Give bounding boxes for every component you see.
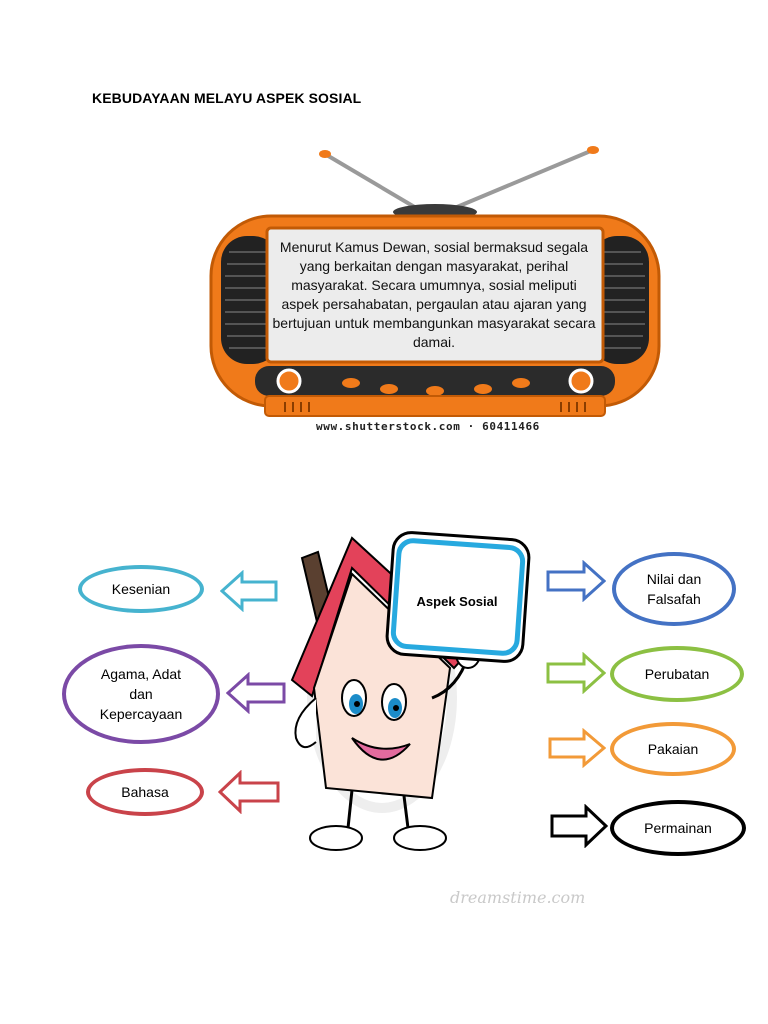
- node-permainan-label: Permainan: [644, 820, 712, 836]
- node-kesenian: Kesenian: [78, 565, 204, 613]
- node-kesenian-label: Kesenian: [111, 581, 171, 597]
- tv-screen-text: Menurut Kamus Dewan, sosial bermaksud se…: [272, 239, 596, 350]
- node-nilai-falsafah: Nilai dan Falsafah: [612, 552, 736, 626]
- node-pakaian-label: Pakaian: [647, 741, 699, 757]
- arrow-left-agama: [226, 672, 286, 714]
- arrow-left-kesenian: [220, 570, 278, 612]
- page-title: KEBUDAYAAN MELAYU ASPEK SOSIAL: [92, 90, 362, 106]
- arrow-right-permainan: [550, 804, 608, 848]
- node-perubatan: Perubatan: [610, 646, 744, 702]
- house-character: [290, 531, 531, 851]
- node-bahasa: Bahasa: [86, 768, 204, 816]
- node-permainan: Permainan: [610, 800, 746, 856]
- node-bahasa-label: Bahasa: [121, 784, 169, 800]
- arrow-right-pakaian: [548, 728, 606, 768]
- node-pakaian: Pakaian: [610, 722, 736, 776]
- center-label: Aspek Sosial: [416, 594, 498, 609]
- shutterstock-watermark: www.shutterstock.com · 60411466: [316, 420, 540, 433]
- arrow-left-bahasa: [218, 770, 280, 814]
- arrow-right-perubatan: [546, 652, 606, 694]
- node-nilai-label: Nilai dan Falsafah: [646, 571, 702, 607]
- node-agama-label: Agama, Adat dan Kepercayaan: [99, 666, 183, 722]
- tv-illustration: [209, 146, 661, 417]
- arrow-right-nilai: [546, 560, 606, 602]
- dreamstime-watermark: dreamstime.com: [450, 888, 586, 907]
- node-perubatan-label: Perubatan: [644, 666, 710, 682]
- node-agama-adat-kepercayaan: Agama, Adat dan Kepercayaan: [62, 644, 220, 744]
